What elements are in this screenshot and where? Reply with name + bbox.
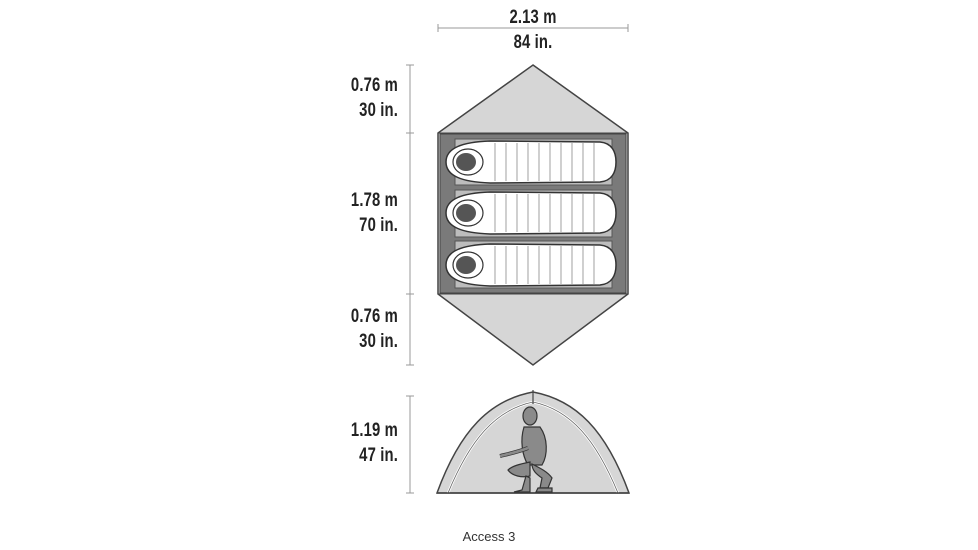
width-metric: 2.13 m: [509, 7, 557, 28]
vestibule-front-label: 0.76 m 30 in.: [304, 73, 398, 123]
vestibule-front-metric: 0.76 m: [350, 75, 398, 96]
floor-length-label: 1.78 m 70 in.: [304, 188, 398, 238]
floor-length-metric: 1.78 m: [350, 190, 398, 211]
height-imperial: 47 in.: [359, 445, 398, 466]
vestibule-front-imperial: 30 in.: [359, 100, 398, 121]
tent-front-view-icon: [435, 390, 631, 494]
height-label: 1.19 m 47 in.: [304, 418, 398, 468]
floor-length-imperial: 70 in.: [359, 215, 398, 236]
person-crouching-icon: [499, 406, 553, 493]
sleeping-bag-icon: [445, 243, 617, 287]
vestibule-rear-metric: 0.76 m: [350, 306, 398, 327]
model-caption: Access 3: [462, 529, 516, 544]
vestibule-rear-label: 0.76 m 30 in.: [304, 304, 398, 354]
sleeping-bag-icon: [445, 191, 617, 235]
width-imperial: 84 in.: [513, 32, 553, 53]
width-label: 2.13 m 84 in.: [486, 5, 580, 55]
sleeping-bag-icon: [445, 140, 617, 184]
tent-floorplan-icon: [437, 64, 629, 366]
vestibule-rear-imperial: 30 in.: [359, 331, 398, 352]
height-metric: 1.19 m: [350, 420, 398, 441]
dimension-lines: [406, 24, 629, 494]
